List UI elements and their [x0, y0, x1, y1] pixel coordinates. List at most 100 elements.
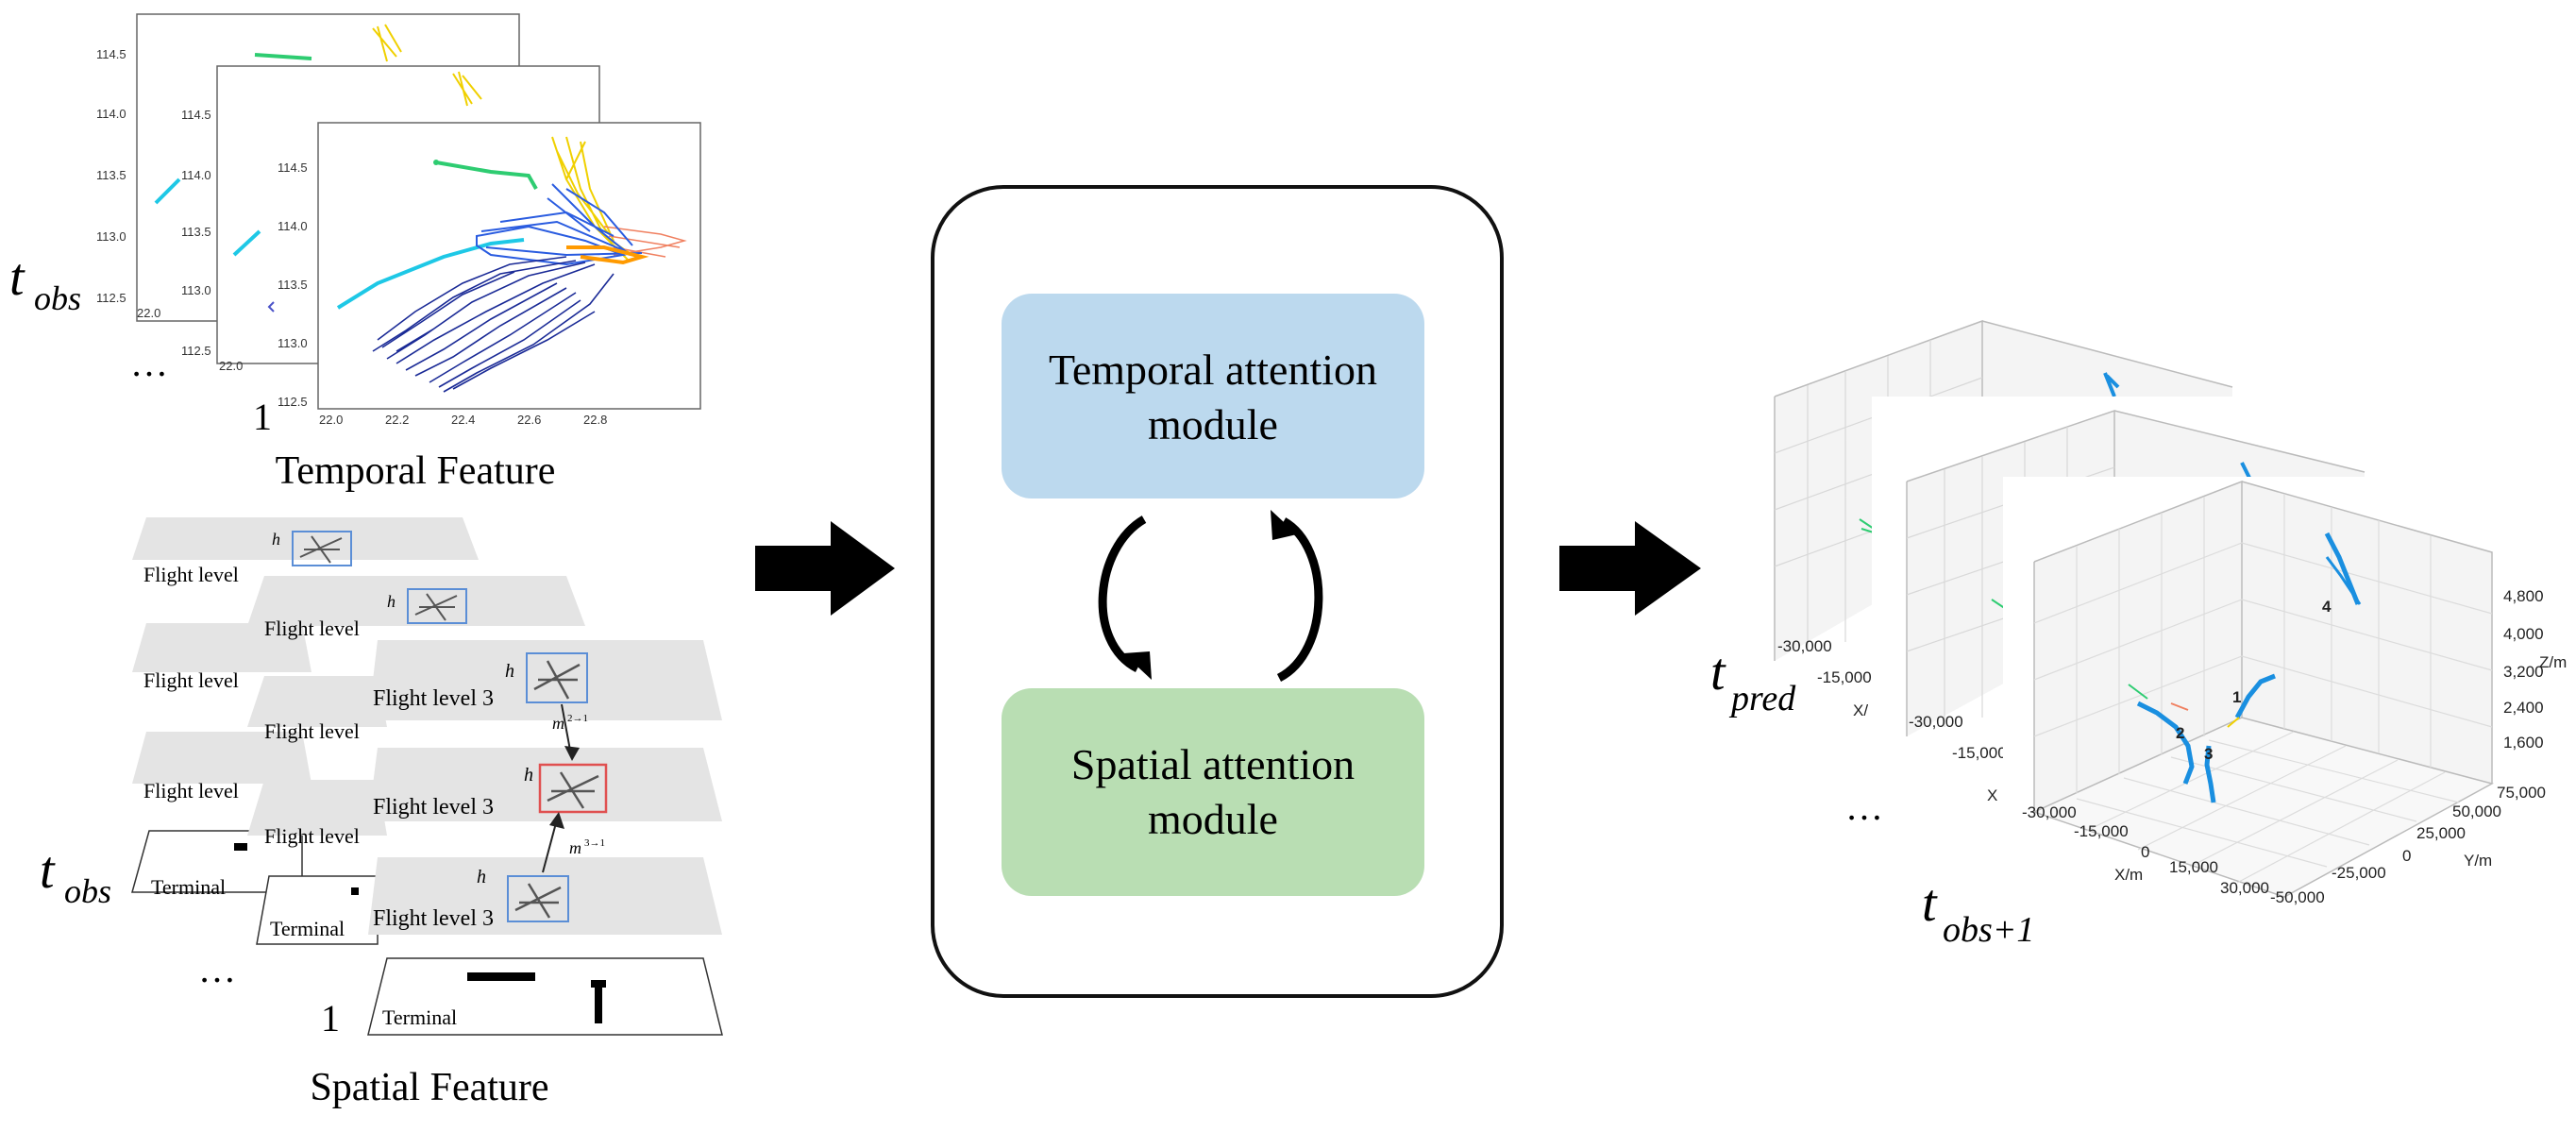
- terminal-back-label: Terminal: [151, 875, 226, 899]
- spatial-feature-stack: Flight level Flight level Flight level T…: [40, 517, 723, 1109]
- y-tick-4: 50,000: [2452, 803, 2501, 820]
- spatial-attention-module: Spatial attention module: [1002, 688, 1424, 896]
- layer-mid-2: [247, 676, 387, 727]
- plane-front-target: h: [524, 763, 608, 814]
- traj-label-3: 3: [2204, 745, 2213, 763]
- time-label-obs-plus-one: t obs+1: [1922, 874, 2034, 950]
- spatial-module-line2: module: [1148, 795, 1278, 843]
- layer-mid-3-label: Flight level: [264, 824, 360, 848]
- trajectory-lines: [336, 136, 687, 393]
- back-ytick-0: 112.5: [96, 291, 126, 305]
- t-pred-subscript: pred: [1728, 679, 1796, 718]
- prediction-plot-stack: -30,000 -15,000 X/ -30,000 -15,000 X: [1710, 319, 2567, 950]
- traj-label-2: 2: [2176, 724, 2184, 742]
- layer-front-3-label: Flight level 3: [373, 906, 494, 931]
- x-tick-3: 15,000: [2169, 858, 2218, 876]
- back-x-label: X/: [1853, 701, 1868, 719]
- z-tick-4: 4,800: [2503, 587, 2544, 605]
- plane-back: h: [272, 530, 352, 566]
- plane-back-h: h: [272, 530, 280, 549]
- layer-mid-3: [247, 780, 387, 836]
- mid-x-label: X: [1987, 786, 1997, 804]
- plane-mid-h: h: [387, 592, 396, 611]
- time-label-obs-top: t obs: [9, 248, 81, 317]
- terminal-mid: [256, 875, 379, 945]
- z-tick-1: 2,400: [2503, 699, 2544, 717]
- x-tick-0: -30,000: [2022, 803, 2077, 821]
- plane-mid: h: [387, 588, 467, 624]
- x-tick-1: -15,000: [2074, 822, 2129, 840]
- y-axis-label: Y/m: [2464, 852, 2492, 870]
- front-xtick-3: 22.6: [517, 413, 541, 427]
- arrow-left-to-center: [755, 521, 895, 616]
- front-xtick-1: 22.2: [385, 413, 409, 427]
- pred-ellipsis: …: [1845, 786, 1883, 828]
- plane-front-bottom: h: [477, 867, 569, 922]
- temporal-module-line1: Temporal attention: [1049, 346, 1377, 394]
- back-ytick-4: 114.5: [96, 47, 126, 61]
- terminal-mid-label: Terminal: [270, 917, 345, 940]
- cycle-arrows-icon: [1098, 510, 1323, 683]
- back-xtick-1: -15,000: [1817, 668, 1872, 686]
- attention-module-container: Temporal attention module Spatial attent…: [931, 185, 1504, 998]
- y-tick-5: 75,000: [2497, 784, 2546, 802]
- front-xtick-2: 22.4: [451, 413, 475, 427]
- time-label-obs-mid: t obs: [40, 841, 111, 910]
- x-tick-4: 30,000: [2220, 879, 2269, 897]
- spatial-feature-caption: Spatial Feature: [310, 1066, 548, 1109]
- y-tick-0: -50,000: [2270, 888, 2325, 906]
- layer-back-2-label: Flight level: [143, 668, 239, 692]
- t-obs1-subscript: obs+1: [1943, 910, 2034, 950]
- mid-xtick-0: -30,000: [1909, 713, 1963, 731]
- message-arrows: m 2→1 m 3→1: [542, 703, 605, 873]
- mid-ytick-1: 113.0: [181, 283, 211, 297]
- spatial-ellipsis: …: [198, 948, 236, 990]
- z-tick-2: 3,200: [2503, 663, 2544, 681]
- temporal-feature-stack: 114.5 114.0 113.5 113.0 112.5 22.0 114.5…: [9, 13, 701, 493]
- t-subscript: obs: [34, 279, 81, 317]
- plot3d-front: 4 1 2 3 1,600 2,400 3,200 4,000 4,800 Z/…: [2003, 477, 2567, 906]
- front-ytick-1: 113.0: [278, 336, 308, 350]
- temporal-module-line2: module: [1148, 400, 1278, 448]
- layer-back-1-label: Flight level: [143, 563, 239, 586]
- message-m-2: m: [569, 838, 581, 857]
- plane-front-top: h: [505, 652, 588, 703]
- mid-ytick-0: 112.5: [181, 344, 211, 358]
- back-xtick-0: -30,000: [1777, 637, 1832, 655]
- y-tick-1: -25,000: [2332, 864, 2386, 882]
- mid-xtick-1: -15,000: [1952, 744, 2007, 762]
- z-axis-label: Z/m: [2539, 653, 2567, 671]
- traj-label-1: 1: [2232, 688, 2241, 706]
- front-xtick-0: 22.0: [319, 413, 343, 427]
- mid-ytick-2: 113.5: [181, 225, 211, 239]
- layer-front-2-label: Flight level 3: [373, 795, 494, 819]
- front-ytick-4: 114.5: [278, 161, 308, 175]
- control-tower-icon: [591, 980, 606, 1023]
- temporal-feature-caption: Temporal Feature: [276, 449, 556, 493]
- t-obs1-symbol: t: [1922, 874, 1938, 933]
- y-tick-3: 25,000: [2416, 824, 2466, 842]
- message-m-1: m: [552, 714, 564, 733]
- z-tick-3: 4,000: [2503, 625, 2544, 643]
- plane-front-target-h: h: [524, 765, 533, 786]
- temporal-attention-module: Temporal attention module: [1002, 294, 1424, 498]
- t-pred-symbol: t: [1710, 643, 1726, 701]
- front-xtick-4: 22.8: [583, 413, 607, 427]
- layer-mid-1: [247, 576, 585, 626]
- back-xtick-0: 22.0: [137, 306, 160, 320]
- time-label-pred: t pred: [1710, 643, 1796, 718]
- layer-front-1-label: Flight level 3: [373, 686, 494, 711]
- temporal-index-one: 1: [253, 396, 272, 438]
- spatial-index-one: 1: [321, 997, 340, 1039]
- traj-label-4: 4: [2322, 598, 2332, 616]
- layer-back-3: [132, 732, 311, 784]
- layer-back-2: [132, 623, 311, 672]
- message-m-2-sup: 3→1: [584, 837, 605, 849]
- terminal-front: [367, 957, 723, 1036]
- y-tick-2: 0: [2402, 847, 2411, 865]
- layer-mid-2-label: Flight level: [264, 719, 360, 743]
- x-tick-2: 0: [2141, 843, 2149, 861]
- back-ytick-3: 114.0: [96, 107, 126, 121]
- layer-back-1: [132, 517, 479, 560]
